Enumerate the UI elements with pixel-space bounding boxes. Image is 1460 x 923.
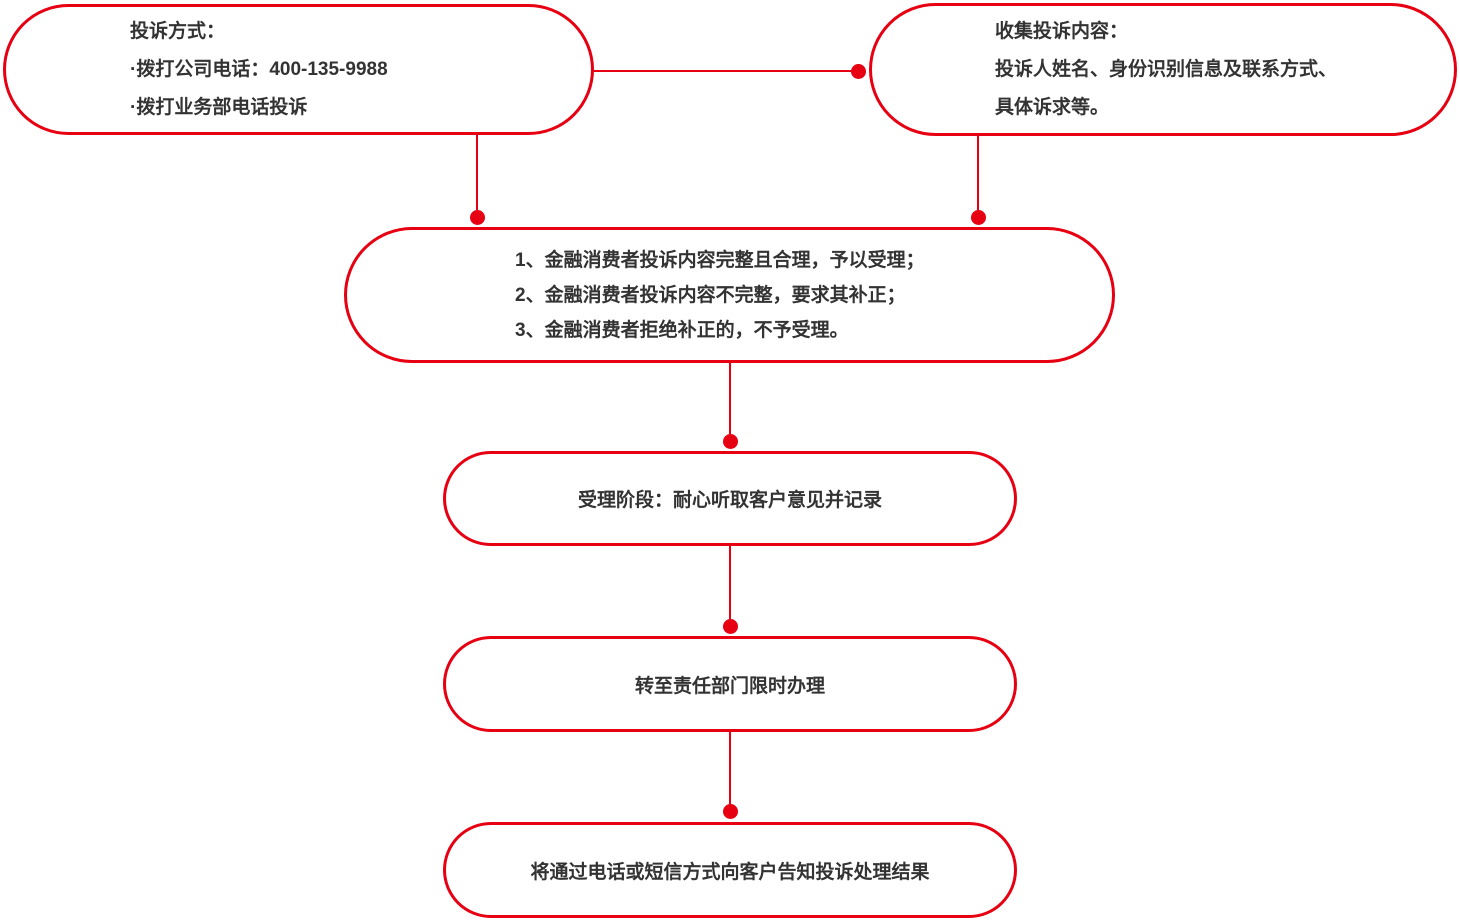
- collect-content-detail-2: 具体诉求等。: [995, 96, 1110, 118]
- acceptance-rule-3: 3、金融消费者拒绝补正的，不予受理。: [515, 319, 849, 341]
- connector-left-vertical: [476, 135, 478, 218]
- connector-dot-top-horizontal: [851, 64, 866, 79]
- notify-result-label: 将通过电话或短信方式向客户告知投诉处理结果: [530, 861, 930, 883]
- node-complaint-methods: 投诉方式： ·拨打公司电话：400-135-9988 ·拨打业务部电话投诉: [3, 4, 594, 135]
- connector-dot-right: [971, 210, 986, 225]
- acceptance-rule-2: 2、金融消费者投诉内容不完整，要求其补正；: [515, 284, 906, 306]
- connector-transfer-to-notify: [729, 731, 731, 812]
- complaint-methods-phone: ·拨打公司电话：400-135-9988: [130, 58, 388, 80]
- connector-dot-left: [470, 210, 485, 225]
- connector-top-horizontal: [594, 70, 860, 72]
- complaint-methods-dept-phone: ·拨打业务部电话投诉: [130, 96, 308, 118]
- node-transfer-department: 转至责任部门限时办理: [443, 636, 1017, 732]
- transfer-department-label: 转至责任部门限时办理: [634, 675, 825, 697]
- connector-right-vertical: [977, 136, 979, 218]
- node-notify-result: 将通过电话或短信方式向客户告知投诉处理结果: [443, 822, 1017, 918]
- node-collect-content: 收集投诉内容： 投诉人姓名、身份识别信息及联系方式、 具体诉求等。: [869, 3, 1457, 136]
- node-acceptance-stage: 受理阶段：耐心听取客户意见并记录: [443, 451, 1017, 546]
- connector-dot-transfer: [723, 619, 738, 634]
- acceptance-stage-label: 受理阶段：耐心听取客户意见并记录: [577, 490, 882, 511]
- collect-content-title: 收集投诉内容：: [995, 20, 1129, 42]
- connector-rules-to-stage: [729, 362, 731, 442]
- acceptance-rule-1: 1、金融消费者投诉内容完整且合理，予以受理；: [515, 249, 925, 271]
- complaint-methods-title: 投诉方式：: [130, 20, 226, 42]
- connector-dot-notify: [723, 804, 738, 819]
- collect-content-detail-1: 投诉人姓名、身份识别信息及联系方式、: [995, 58, 1338, 80]
- node-acceptance-rules: 1、金融消费者投诉内容完整且合理，予以受理； 2、金融消费者投诉内容不完整，要求…: [344, 227, 1115, 363]
- connector-stage-to-transfer: [729, 545, 731, 627]
- connector-dot-stage: [723, 434, 738, 449]
